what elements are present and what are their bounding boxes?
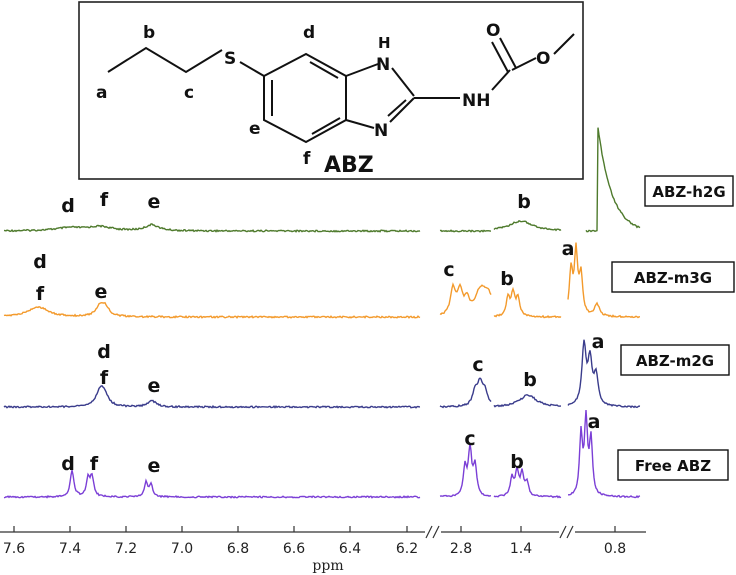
peak-label: e: [148, 375, 161, 397]
peak-label: a: [562, 238, 575, 260]
atom-label-d: d: [303, 23, 315, 43]
nh-carbonyl-bond: [491, 69, 511, 91]
legend-label: ABZ-m2G: [636, 352, 714, 370]
spectrum-trace: [493, 219, 562, 232]
peak-label: d: [97, 341, 111, 363]
x-tick-label: 6.8: [227, 541, 249, 557]
atom-label-e: e: [249, 119, 261, 139]
spectrum-trace: [439, 377, 492, 409]
spectrum-trace: [439, 443, 491, 498]
peak-label: a: [588, 411, 601, 433]
legend-box: [611, 261, 735, 293]
peak-label: a: [592, 331, 605, 353]
peak-label: f: [100, 367, 109, 389]
spectrum-trace: [493, 286, 562, 319]
peak-label: d: [61, 195, 75, 217]
peak-label: c: [472, 354, 483, 376]
atom-label-c: c: [184, 83, 194, 103]
heteroatom-h: H: [378, 34, 391, 52]
heteroatom-n-top: N: [376, 55, 390, 75]
spectra-group: [3, 127, 641, 499]
x-tick-label: 6.2: [396, 541, 418, 557]
spectrum-trace: [439, 282, 492, 316]
heteroatom-nh: NH: [462, 91, 490, 111]
x-tick-label: 7.4: [59, 541, 81, 557]
x-tick-label: 6.4: [339, 541, 361, 557]
peak-label: d: [33, 251, 47, 273]
x-tick-label: 7.2: [115, 541, 137, 557]
spectrum-trace: [3, 384, 421, 409]
peak-label: e: [148, 455, 161, 477]
spectrum-trace: [585, 127, 641, 233]
peak-label: c: [464, 428, 475, 450]
x-tick-label: 7.0: [171, 541, 193, 557]
legend-label: ABZ-h2G: [652, 183, 725, 201]
peak-label: b: [510, 451, 524, 473]
legend-box: [644, 175, 734, 207]
x-ticks-group: 7.6 7.4 7.2 7.0 6.8 6.6 6.4 6.2 2.8 1.4 0.8: [3, 526, 626, 557]
x-tick-label: 0.8: [604, 541, 626, 557]
ester-bond: [511, 57, 537, 71]
peak-label: e: [148, 191, 161, 213]
carbonyl-double-2: [499, 37, 517, 69]
spectrum-trace: [3, 223, 421, 233]
legend-box: [617, 449, 729, 481]
imidazole-bond-4: [345, 119, 375, 129]
peak-label: b: [517, 191, 531, 213]
legend-group: ABZ-h2G ABZ-m3G ABZ-m2G Free ABZ: [611, 175, 735, 481]
spectrum-trace: [567, 339, 641, 409]
imidazole-bond-3b: [387, 99, 407, 117]
propyl-chain: [107, 46, 223, 74]
axis-break-2: [559, 522, 575, 542]
peak-label: b: [523, 369, 537, 391]
heteroatom-s: S: [224, 49, 236, 69]
structure-inset: S H N NH N O O a b c d e f ABZ: [78, 1, 584, 180]
atom-label-f: f: [303, 149, 311, 169]
x-tick-label: 6.6: [283, 541, 305, 557]
peak-label: e: [95, 281, 108, 303]
atom-label-a: a: [96, 83, 107, 103]
spectrum-trace: [3, 301, 421, 319]
inset-frame: [78, 1, 584, 180]
legend-label: ABZ-m3G: [634, 269, 712, 287]
legend-label: Free ABZ: [635, 457, 711, 475]
atom-label-b: b: [143, 23, 155, 43]
s-ring-bond: [239, 61, 265, 77]
x-axis: 7.6 7.4 7.2 7.0 6.8 6.6 6.4 6.2 2.8 1.4 0.8 ppm: [0, 522, 646, 574]
spectrum-trace: [568, 409, 641, 499]
methyl-bond: [553, 33, 575, 55]
compound-name: ABZ: [324, 153, 374, 178]
peak-label: f: [100, 189, 109, 211]
x-tick-label: 7.6: [3, 541, 25, 557]
ring-double-3: [309, 61, 339, 79]
peak-label: b: [500, 268, 514, 290]
imidazole-bond-3: [389, 97, 415, 123]
legend-box: [620, 344, 730, 376]
spectrum-trace: [493, 466, 562, 499]
heteroatom-o-ester: O: [536, 49, 550, 69]
peak-label: f: [36, 283, 45, 305]
peak-label: d: [61, 453, 75, 475]
carbonyl-double-1: [491, 41, 509, 73]
spectrum-trace: [3, 470, 421, 499]
peak-label: f: [90, 453, 99, 475]
benzene-ring: [263, 52, 347, 144]
x-tick-label: 1.4: [510, 541, 532, 557]
imidazole-bond-1: [345, 63, 379, 77]
spectrum-trace: [567, 242, 640, 319]
spectrum-trace: [439, 229, 491, 233]
spectrum-trace: [493, 393, 561, 408]
heteroatom-n-bottom: N: [374, 121, 388, 141]
axis-break-1: [425, 522, 441, 542]
ring-double-2: [311, 117, 341, 135]
imidazole-bond-2: [391, 67, 415, 97]
x-tick-label: 2.8: [450, 541, 472, 557]
heteroatom-o-carbonyl: O: [486, 21, 500, 41]
peak-label: c: [443, 259, 454, 281]
x-axis-title: ppm: [312, 558, 343, 574]
